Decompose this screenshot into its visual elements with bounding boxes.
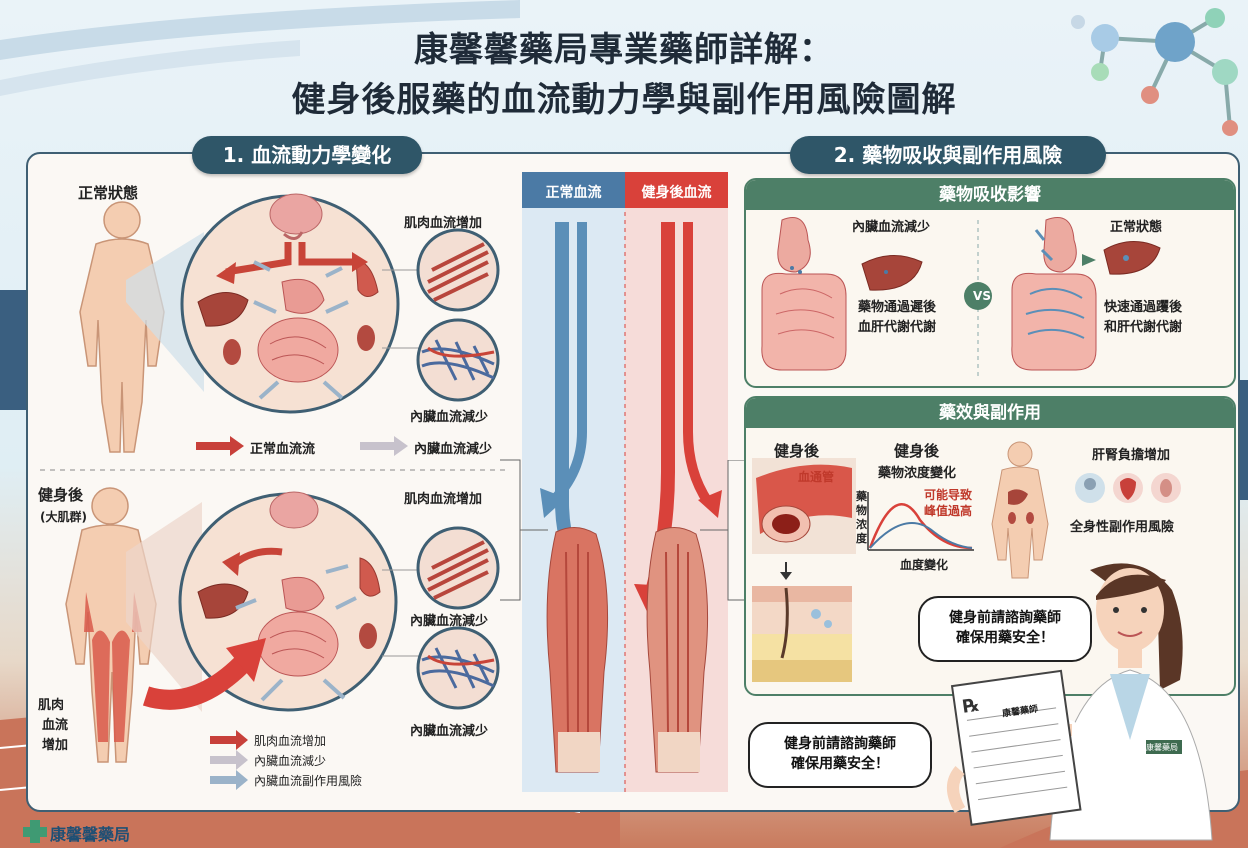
label-muscle-2: 血流 xyxy=(42,718,69,733)
label-y-axis: 藥物浓度 xyxy=(856,490,867,545)
bubble1-line2: 確保用藥安全！ xyxy=(956,630,1054,646)
label-conc-change: 藥物浓度變化 xyxy=(878,466,957,481)
label-normal-state: 正常狀態 xyxy=(78,184,139,202)
vessel-network-top xyxy=(421,339,495,381)
label-peak-2: 峰值過高 xyxy=(924,504,973,518)
center-post-flow-label: 健身後血流 xyxy=(641,185,712,201)
speech-bubble-2: 健身前請諮詢藥師 確保用藥安全！ xyxy=(748,722,932,788)
legend-normal-flow: 正常血流流 xyxy=(250,442,316,457)
center-normal-flow-label: 正常血流 xyxy=(545,185,602,201)
label-liver-kidney: 肝腎負擔增加 xyxy=(1092,448,1171,463)
label-organ-flow-down-top: 內臟血流減少 xyxy=(410,410,489,425)
label-muscle-flow-up-top: 肌肉血流增加 xyxy=(404,216,483,231)
label-muscle-flow-up-bottom: 肌肉血流增加 xyxy=(404,492,483,507)
bubble2-line2: 確保用藥安全！ xyxy=(791,756,889,772)
label-slow-1: 藥物通過遲後 xyxy=(858,300,937,315)
label-muscle-3: 增加 xyxy=(42,738,69,753)
label-fast-1: 快速通過躩後 xyxy=(1104,300,1183,315)
leg-muscle-right xyxy=(646,527,709,773)
effects-heading: 藥效與副作用 xyxy=(746,398,1234,428)
leg-muscle-left xyxy=(546,527,609,773)
title-line-2: 健身後服藥的血流動力學與副作用風險圖解 xyxy=(291,80,957,120)
label-systemic: 全身性副作用風險 xyxy=(1070,520,1175,535)
label-fast-2: 和肝代謝代謝 xyxy=(1104,320,1183,335)
name-badge: 康馨藥局 xyxy=(1146,743,1178,752)
label-vessel: 血通管 xyxy=(798,470,835,484)
svg-text:℞: ℞ xyxy=(962,695,981,718)
vs-badge: VS xyxy=(973,289,991,303)
label-after-workout: 健身後 xyxy=(38,486,84,504)
label-organ-flow-down-mid: 內臟血流減少 xyxy=(410,614,489,629)
label-x-axis: 血度變化 xyxy=(900,558,949,572)
label-peak-1: 可能导致 xyxy=(924,488,973,502)
label-after-b: 健身後 xyxy=(894,442,940,460)
center-flow-comparison xyxy=(522,172,728,792)
title-line-1: 康馨馨藥局專業藥師詳解： xyxy=(414,30,834,70)
bubble2-line1: 健身前請諮詢藥師 xyxy=(784,736,896,752)
absorption-heading: 藥物吸收影響 xyxy=(746,180,1234,210)
label-after-a: 健身後 xyxy=(774,442,820,460)
footer-brand: 康馨馨藥局 xyxy=(50,825,131,844)
muscle-fibers-top xyxy=(427,242,489,302)
bubble1-line1: 健身前請諮詢藥師 xyxy=(949,610,1061,626)
absorption-illustration xyxy=(761,217,1161,376)
connector-right xyxy=(700,460,748,601)
legend-organ-flow-down: 內臟血流減少 xyxy=(414,442,493,457)
label-organ-flow-down-bottom: 內臟血流減少 xyxy=(410,724,489,739)
speech-bubble-1: 健身前請諮詢藥師 確保用藥安全！ xyxy=(918,596,1092,662)
section2-heading: 2. 藥物吸收與副作用風險 xyxy=(790,136,1106,174)
section1-heading: 1. 血流動力學變化 xyxy=(192,136,422,174)
legend-b3: 內臟血流副作用風險 xyxy=(254,774,363,788)
cross-logo-icon xyxy=(23,820,47,843)
label-normal-state-absorb: 正常狀態 xyxy=(1110,220,1163,235)
section1-illustration xyxy=(40,193,510,790)
legend-b1: 肌肉血流增加 xyxy=(254,734,327,748)
label-big-muscle: (大肌群) xyxy=(40,510,87,524)
effects-illustration xyxy=(752,441,1181,682)
pharmacist-illustration: ℞ xyxy=(947,563,1213,841)
molecule-icon xyxy=(1071,8,1238,136)
connector-left xyxy=(500,459,548,601)
label-slow-2: 血肝代謝代謝 xyxy=(858,320,937,335)
label-muscle-1: 肌肉 xyxy=(38,698,65,713)
legend-b2: 內臟血流減少 xyxy=(254,754,327,768)
label-organ-flow-down-absorb: 內臟血流減少 xyxy=(852,220,931,235)
